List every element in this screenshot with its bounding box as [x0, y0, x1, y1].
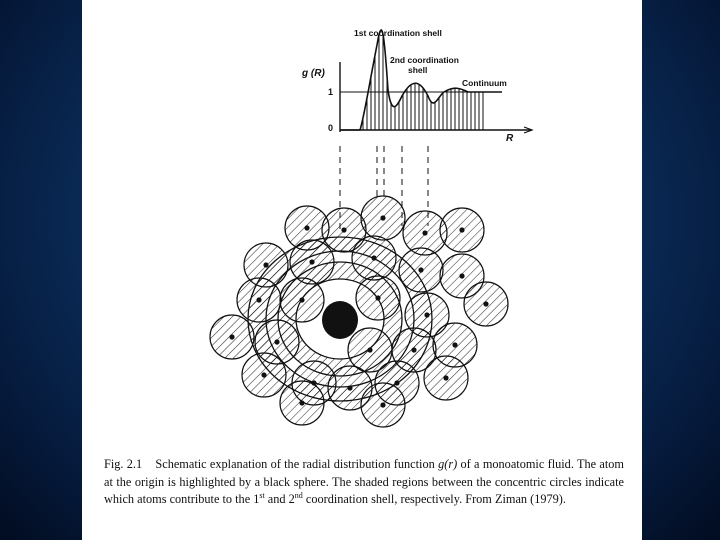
atom-center-dot: [380, 402, 386, 408]
atom-center-dot: [304, 225, 310, 231]
caption-text-a: Schematic explanation of the radial dist…: [155, 457, 439, 471]
second-shell-label-line1: 2nd coordination: [390, 55, 459, 65]
atom-center-dot: [367, 347, 373, 353]
atom-center-dot: [256, 297, 262, 303]
atom-center-dot: [299, 297, 305, 303]
atom-center-dot: [380, 215, 386, 221]
y-tick-zero: 0: [328, 123, 333, 133]
caption-gr: g(r): [438, 457, 458, 471]
y-axis-label: g (R): [301, 68, 325, 79]
x-axis-label: R: [506, 133, 514, 144]
atom-center-dot: [483, 301, 489, 307]
caption-text-b: of a monoatomic fluid. The atom at the o…: [104, 457, 625, 507]
caption-number: Fig. 2.1: [104, 457, 143, 471]
atom-center-dot: [394, 380, 400, 386]
atom-center-dot: [418, 267, 424, 273]
rdf-graph: g (R) 1 0 R 1st coordination shell 2nd c…: [301, 28, 534, 144]
caption-text-d: coordination shell, respectively. From Z…: [302, 492, 566, 507]
atom-center-dot: [309, 259, 315, 265]
figure-illustration: g (R) 1 0 R 1st coordination shell 2nd c…: [209, 28, 534, 428]
figure-caption: Fig. 2.1 Schematic explanation of the ra…: [104, 456, 624, 509]
central-atom: [322, 301, 358, 339]
atom-diagram: [209, 195, 509, 428]
atom-center-dot: [229, 334, 235, 340]
second-shell-label-line2: shell: [408, 65, 427, 75]
caption-text-c: and 2: [264, 492, 295, 507]
atom-center-dot: [375, 295, 381, 301]
atom-center-dot: [274, 339, 280, 345]
atom-center-dot: [459, 227, 465, 233]
continuum-label: Continuum: [462, 78, 507, 88]
atom-center-dot: [371, 255, 377, 261]
first-shell-label: 1st coordination shell: [354, 28, 442, 38]
atom-center-dot: [452, 342, 458, 348]
rdf-curve: [340, 29, 502, 131]
atoms: [209, 195, 509, 428]
y-tick-one: 1: [328, 87, 333, 97]
caption-sup-st: st: [259, 491, 265, 501]
atom-center-dot: [299, 400, 305, 406]
x-axis-arrow-icon: [523, 126, 534, 134]
atom-center-dot: [261, 372, 267, 378]
atom-center-dot: [263, 262, 269, 268]
atom-center-dot: [347, 385, 353, 391]
atom-center-dot: [411, 347, 417, 353]
atom-center-dot: [422, 230, 428, 236]
atom-center-dot: [341, 227, 347, 233]
caption-sup-nd: nd: [294, 491, 303, 501]
figure-page: g (R) 1 0 R 1st coordination shell 2nd c…: [82, 0, 642, 540]
atom-center-dot: [459, 273, 465, 279]
atom-center-dot: [424, 312, 430, 318]
atom-center-dot: [443, 375, 449, 381]
